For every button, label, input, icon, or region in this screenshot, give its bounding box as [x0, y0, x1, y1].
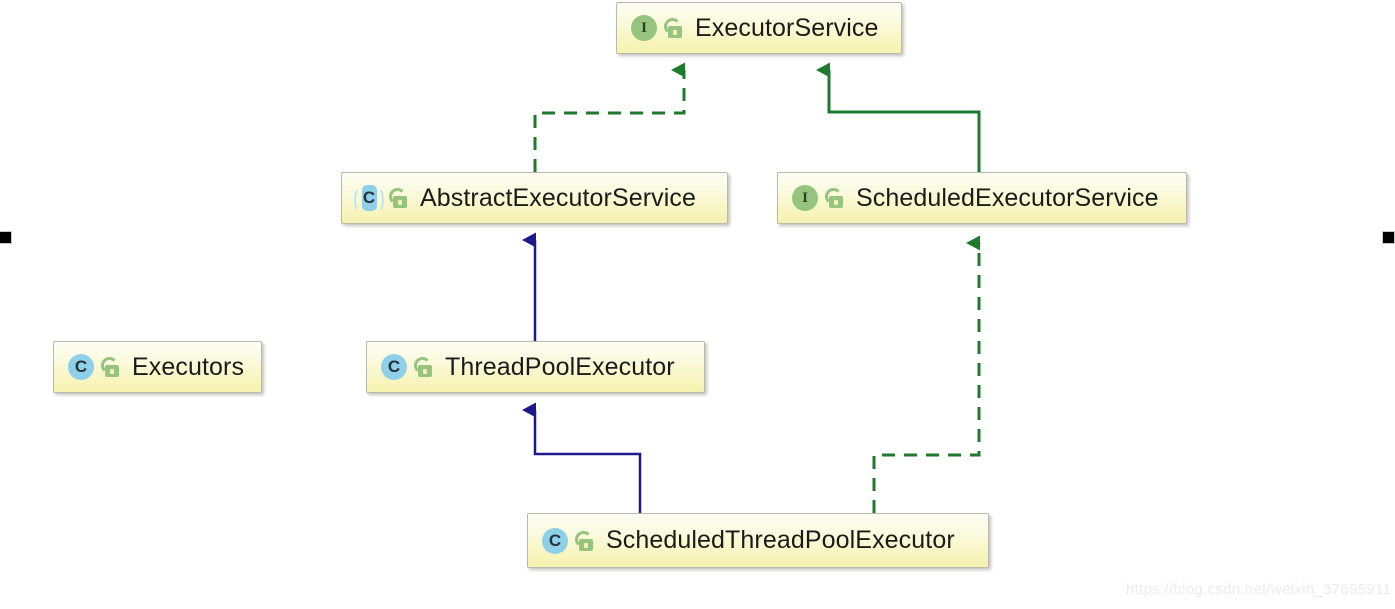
node-thread-pool-executor[interactable]: C ThreadPoolExecutor	[366, 341, 705, 393]
edge-scheduledexecutorservice-extends-executorservice	[816, 62, 981, 172]
node-scheduled-executor-service[interactable]: I ScheduledExecutorService	[777, 172, 1187, 224]
node-label: Executors	[132, 352, 245, 381]
open-padlock-icon	[388, 186, 410, 210]
open-padlock-icon	[100, 355, 122, 379]
open-padlock-icon	[824, 186, 846, 210]
node-label: ScheduledExecutorService	[856, 183, 1159, 212]
node-executors[interactable]: C Executors	[53, 341, 262, 393]
interface-circle-icon: I	[790, 183, 820, 213]
edge-abstract-implements-executorservice	[533, 62, 686, 172]
class-glyph: C	[74, 357, 88, 376]
node-label: AbstractExecutorService	[420, 183, 697, 212]
class-glyph: C	[387, 357, 401, 376]
node-label: ExecutorService	[695, 13, 879, 42]
abstract-class-icon: C	[354, 183, 384, 213]
open-padlock-icon	[413, 355, 435, 379]
edge-scheduledtpe-extends-threadpoolexecutor	[522, 402, 642, 513]
node-label: ThreadPoolExecutor	[445, 352, 675, 381]
class-circle-icon: C	[540, 526, 570, 556]
interface-glyph: I	[641, 19, 647, 36]
class-circle-icon: C	[66, 352, 96, 382]
open-padlock-icon	[663, 16, 685, 40]
selection-handle-right[interactable]	[1382, 231, 1395, 244]
class-glyph: C	[548, 530, 562, 550]
watermark-text: https://blog.csdn.net/weixin_37695911	[1126, 581, 1392, 598]
node-abstract-executor-service[interactable]: C AbstractExecutorService	[341, 172, 728, 224]
interface-circle-icon: I	[629, 13, 659, 43]
selection-handle-left[interactable]	[0, 231, 12, 244]
node-label: ScheduledThreadPoolExecutor	[606, 526, 955, 554]
class-circle-icon: C	[379, 352, 409, 382]
node-scheduled-thread-pool-executor[interactable]: C ScheduledThreadPoolExecutor	[527, 513, 989, 568]
node-executor-service[interactable]: I ExecutorService	[616, 2, 902, 54]
interface-glyph: I	[802, 189, 808, 206]
edge-scheduledtpe-implements-scheduledexecutorservice	[872, 235, 981, 513]
open-padlock-icon	[574, 529, 596, 553]
abstract-class-glyph: C	[362, 188, 376, 207]
